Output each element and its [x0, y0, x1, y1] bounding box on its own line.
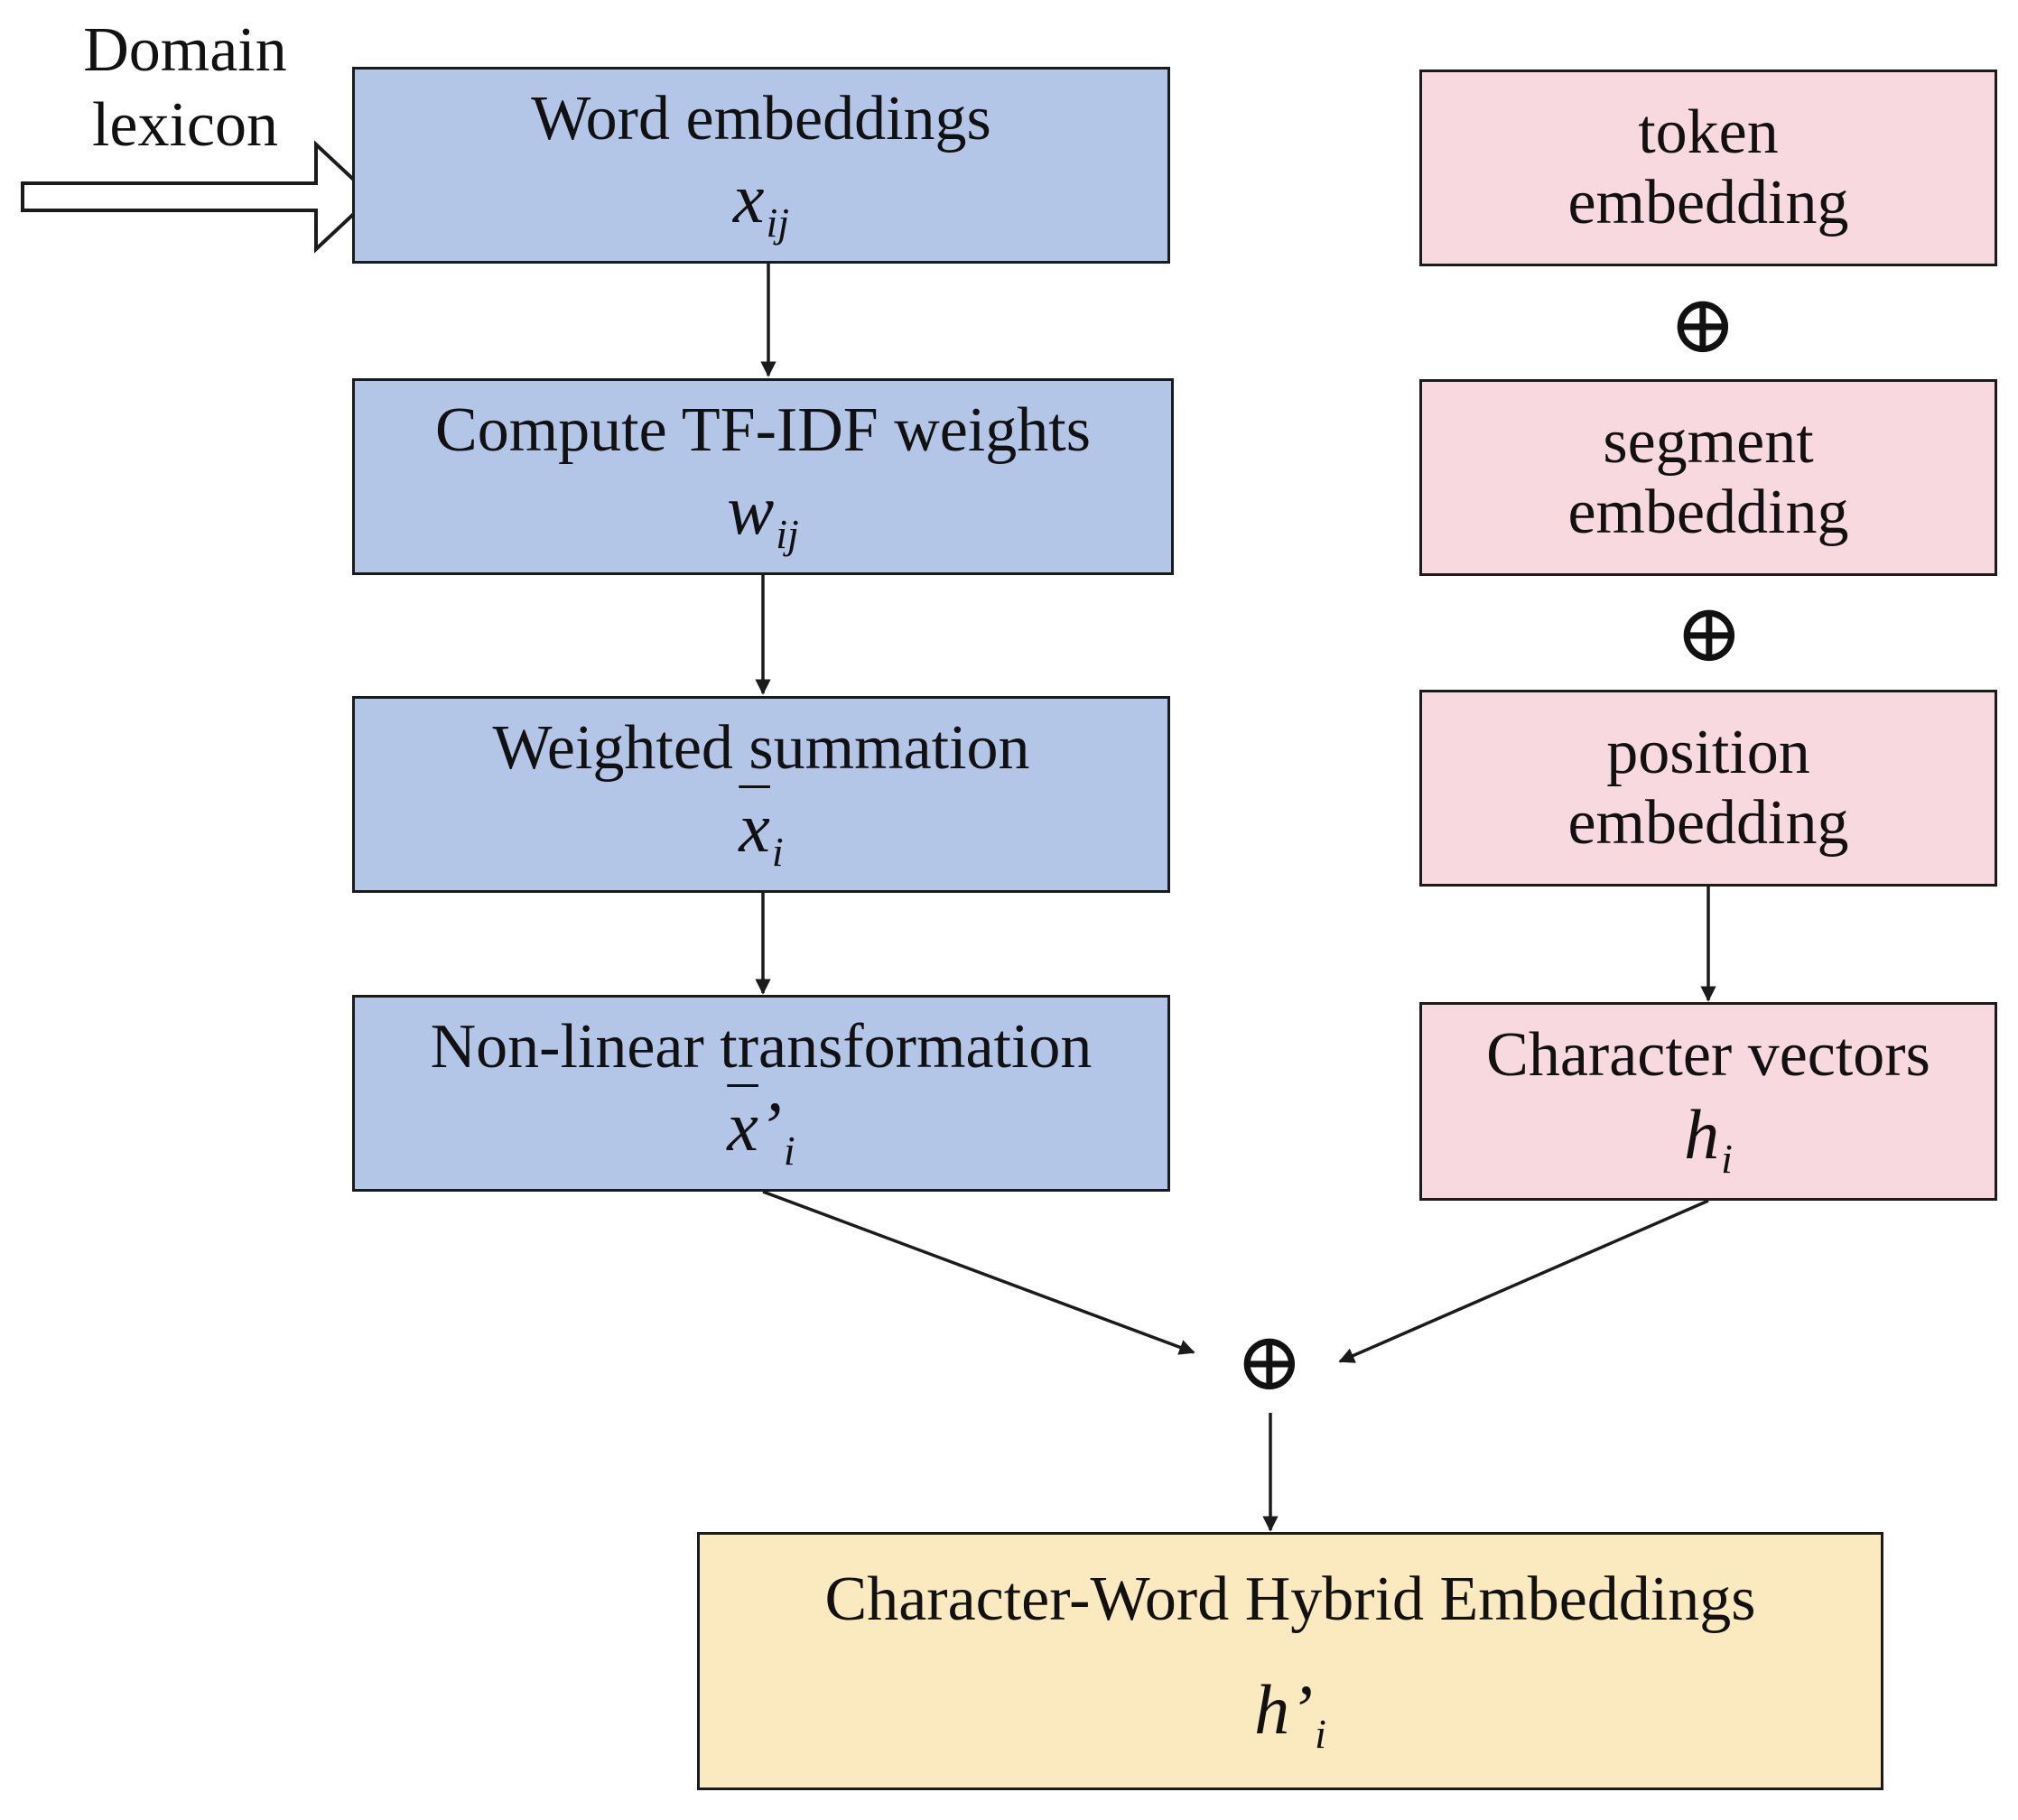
token-embedding-box: token embedding [1419, 70, 1997, 266]
weighted-summation-box: Weighted summation xi [352, 696, 1170, 893]
position-embedding-line2: embedding [1567, 788, 1849, 858]
character-vectors-symbol: hi [1684, 1095, 1733, 1183]
word-embeddings-title: Word embeddings [531, 83, 991, 153]
hybrid-embeddings-symbol: h’i [1254, 1670, 1326, 1758]
word-embeddings-box: Word embeddings xij [352, 67, 1170, 264]
domain-lexicon-line2: lexicon [91, 89, 279, 160]
segment-embedding-line1: segment [1603, 406, 1814, 477]
tfidf-weights-symbol: wij [727, 470, 799, 558]
position-embedding-line1: position [1606, 717, 1810, 787]
oplus-segment-position: ⊕ [1675, 590, 1744, 679]
weighted-summation-title: Weighted summation [492, 712, 1030, 783]
nonlinear-transformation-symbol: x’i [727, 1087, 795, 1175]
word-embeddings-symbol: xij [732, 159, 790, 246]
nonlinear-transformation-box: Non-linear transformation x’i [352, 995, 1170, 1192]
hybrid-embeddings-title: Character-Word Hybrid Embeddings [824, 1564, 1756, 1634]
tfidf-weights-box: Compute TF-IDF weights wij [352, 378, 1174, 575]
token-embedding-line2: embedding [1567, 168, 1849, 237]
domain-lexicon-line1: Domain [83, 15, 287, 85]
weighted-summation-symbol: xi [739, 788, 784, 876]
arrow-nonlinear-to-oplus [762, 1190, 1195, 1355]
domain-lexicon-arrow [21, 140, 375, 254]
character-vectors-box: Character vectors hi [1419, 1002, 1997, 1201]
oplus-token-segment: ⊕ [1669, 281, 1737, 370]
token-embedding-line1: token [1638, 97, 1779, 167]
arrow-charvec-to-oplus [1338, 1199, 1709, 1363]
segment-embedding-line2: embedding [1567, 478, 1849, 547]
character-vectors-title: Character vectors [1486, 1019, 1930, 1090]
tfidf-weights-title: Compute TF-IDF weights [435, 395, 1091, 465]
nonlinear-transformation-title: Non-linear transformation [430, 1011, 1093, 1082]
position-embedding-box: position embedding [1419, 690, 1997, 887]
hybrid-embeddings-box: Character-Word Hybrid Embeddings h’i [697, 1532, 1883, 1790]
domain-lexicon-label: Domain lexicon [50, 14, 321, 162]
segment-embedding-box: segment embedding [1419, 379, 1997, 576]
oplus-merge: ⊕ [1235, 1318, 1304, 1407]
